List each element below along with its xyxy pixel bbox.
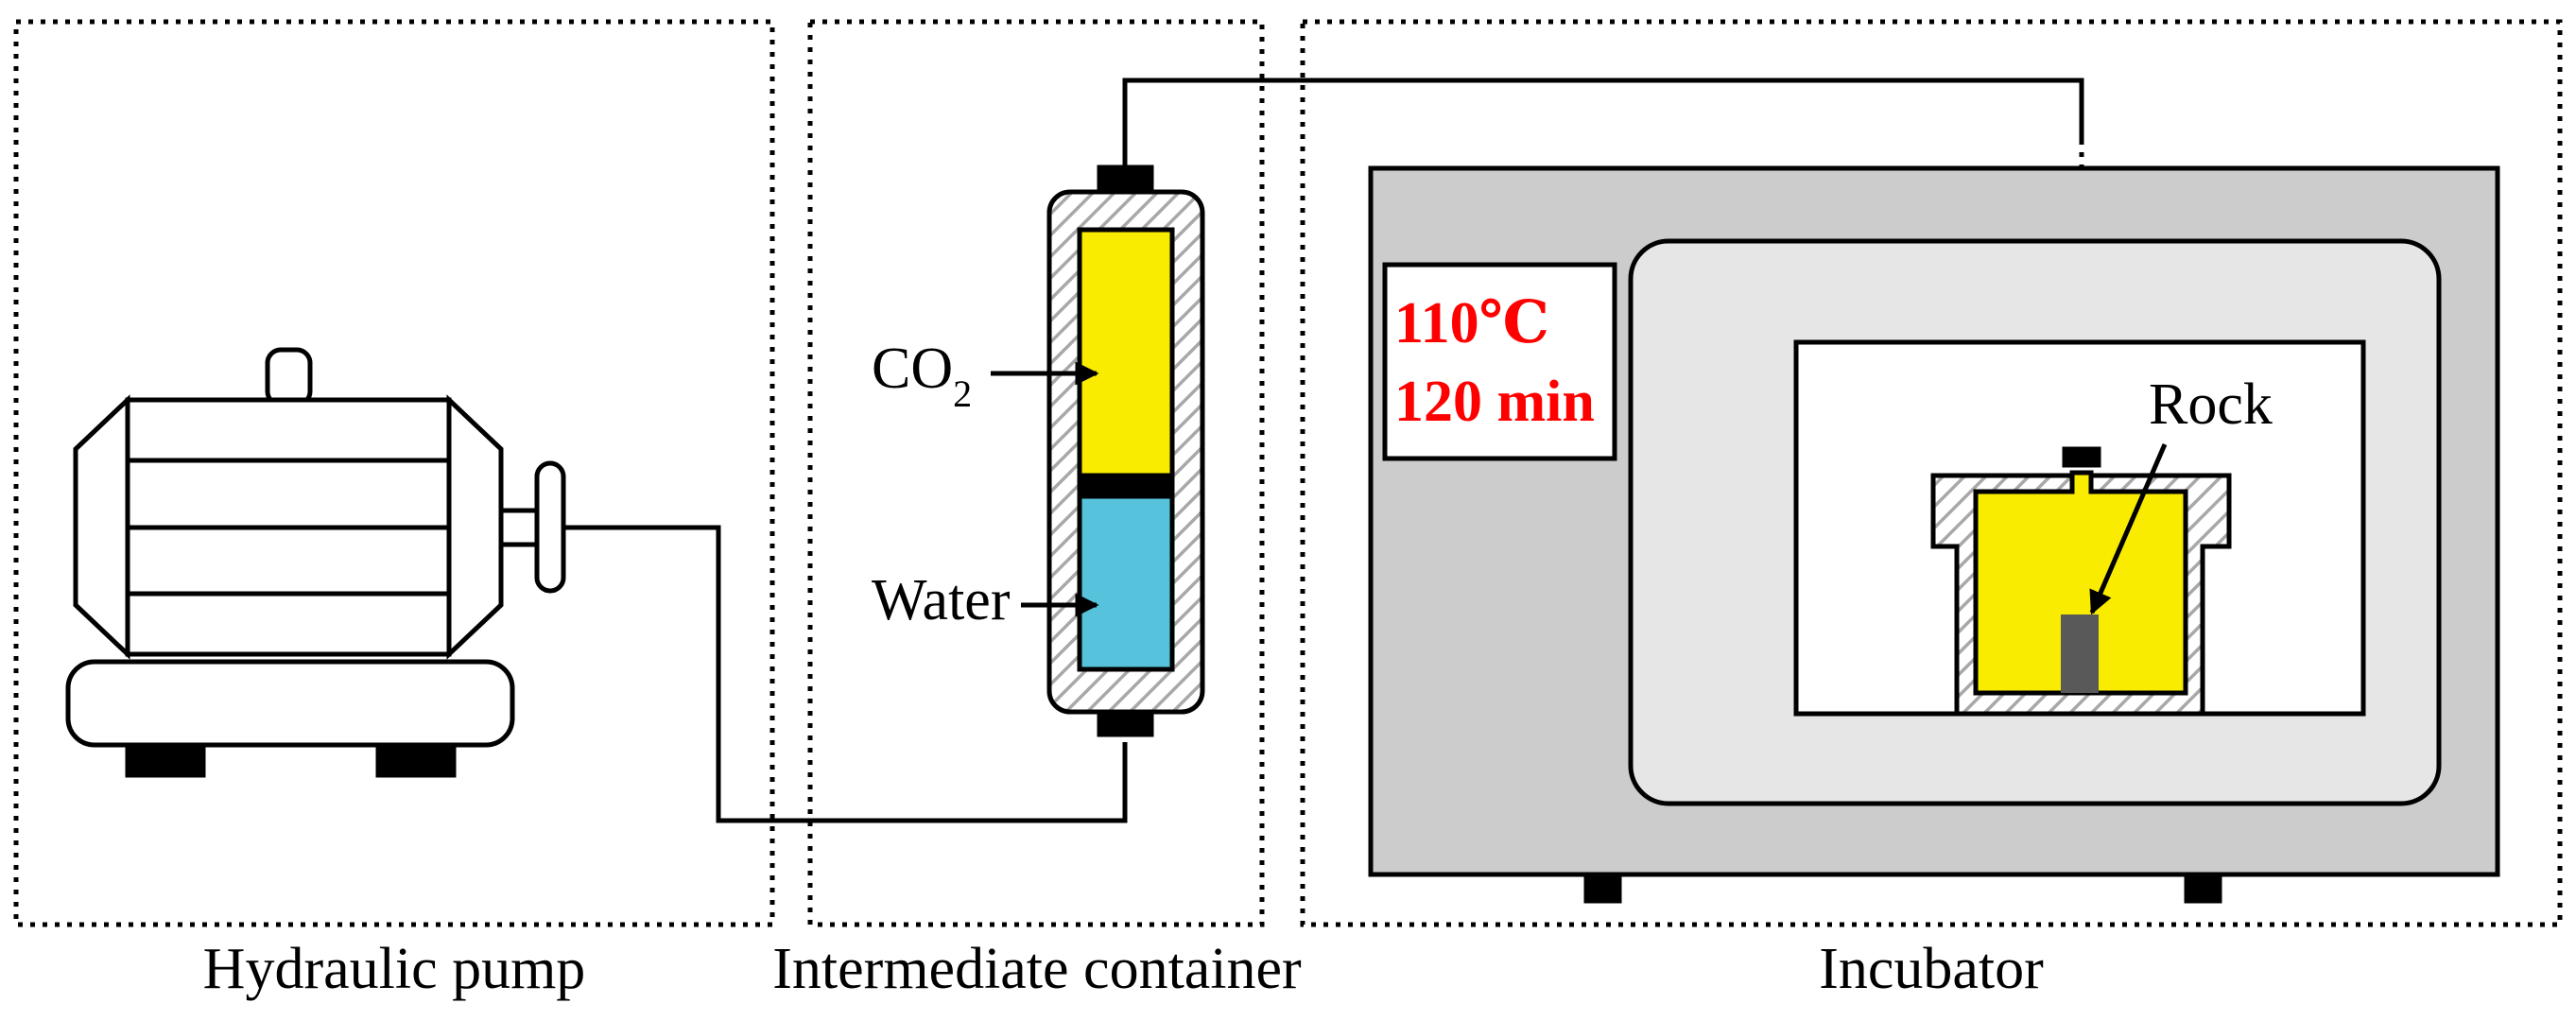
container-top-connector [1097, 164, 1154, 194]
rock-label: Rock [2149, 372, 2273, 437]
container-caption: Intermediate container [772, 937, 1302, 1001]
temperature-readout: 110℃ [1394, 291, 1549, 355]
incubator-display [1382, 262, 1617, 461]
incubator-labels: 110℃ 120 min Rock [1394, 291, 2273, 615]
co2-label: CO2 [872, 337, 972, 415]
incubator-foot-right [2184, 872, 2222, 904]
section-captions: Hydraulic pump Intermediate container In… [203, 937, 2044, 1001]
section-boxes [13, 19, 2563, 927]
pump-flange [534, 460, 566, 594]
container-labels: CO2 Water [872, 337, 1099, 632]
co2-chamber [1077, 227, 1175, 480]
intermediate-container [1046, 164, 1205, 737]
pump-base [65, 659, 515, 748]
incubator-foot-left [1583, 872, 1622, 904]
duration-readout: 120 min [1394, 370, 1595, 434]
incubator-caption: Incubator [1819, 937, 2044, 1001]
incubator-section-box [1300, 19, 2563, 927]
pump-top-knob [265, 347, 313, 407]
hydraulic-pump [65, 347, 566, 778]
piston [1077, 473, 1175, 499]
pump-end-cap-left [73, 394, 130, 660]
container-to-reactor-tube [1122, 78, 2084, 168]
incubator [1368, 165, 2500, 904]
pump-to-container-tube [562, 525, 1128, 823]
pump-end-cap-right [446, 394, 504, 660]
rock-sample [2061, 614, 2099, 693]
container-section-box [807, 19, 1265, 927]
rock-arrow [2089, 443, 2168, 615]
pump-section-box [13, 19, 775, 927]
pump-caption: Hydraulic pump [203, 937, 586, 1001]
water-label: Water [872, 568, 1011, 632]
container-bottom-connector [1097, 708, 1154, 737]
water-chamber [1077, 493, 1175, 672]
reactor-fluid [1973, 470, 2188, 696]
reactor-inlet-connector [2062, 446, 2101, 468]
pump-shaft [498, 508, 540, 547]
